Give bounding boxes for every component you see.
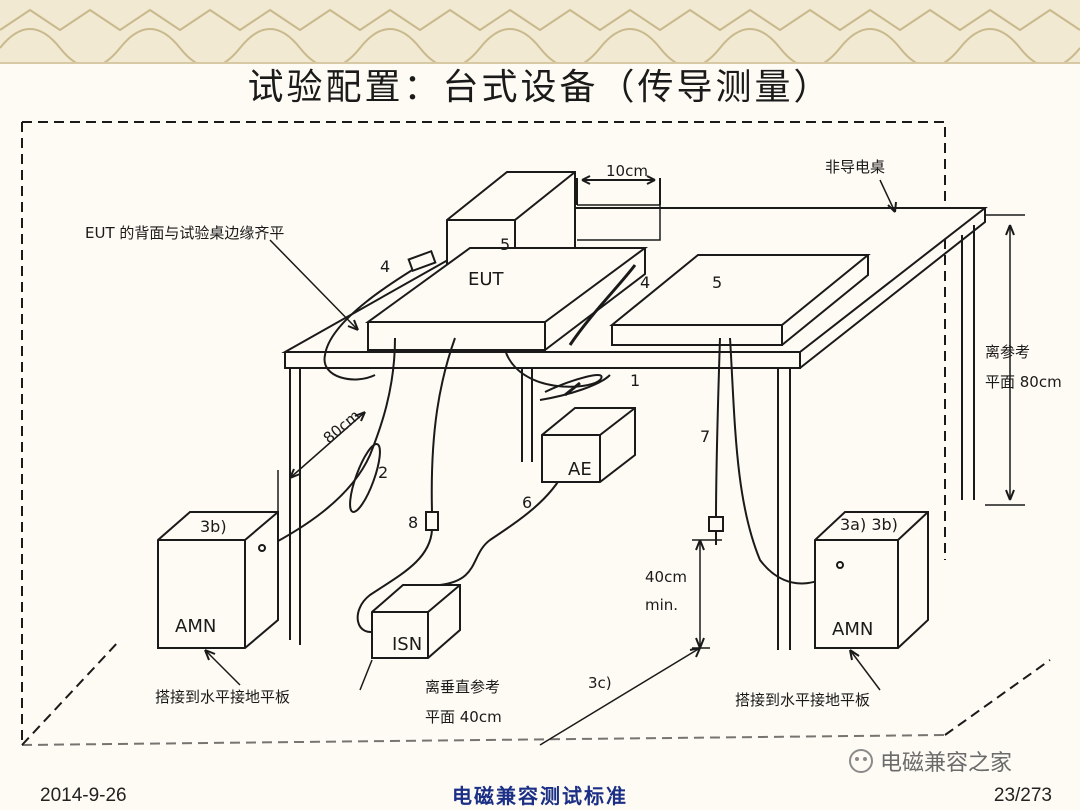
label-vert-ref-40-line1: 离垂直参考 — [425, 678, 500, 696]
cable-4-left — [323, 257, 433, 381]
cable-bundle-1 — [504, 349, 603, 393]
label-amn-right: AMN — [832, 619, 873, 640]
banner-pattern — [0, 8, 1080, 68]
cable-6 — [439, 469, 566, 586]
label-num-5-table: 5 — [712, 273, 722, 292]
arrow-eut-back — [269, 239, 359, 331]
label-vert-ref-80-line2: 平面 80cm — [985, 373, 1062, 391]
table-leg-back-left — [521, 368, 533, 462]
label-num-8: 8 — [408, 513, 418, 532]
label-num-4-left: 4 — [380, 257, 390, 276]
decorative-banner — [0, 0, 1080, 68]
label-80cm: 80cm — [320, 406, 364, 447]
label-bond-right: 搭接到水平接地平板 — [735, 691, 870, 709]
label-non-conductive-table: 非导电桌 — [825, 158, 885, 176]
table-right-edge — [799, 208, 986, 369]
watermark-text: 电磁兼容之家 — [880, 751, 1013, 776]
dim-10cm — [576, 178, 661, 205]
dashed-frame — [22, 121, 946, 560]
label-amn-right-tag: 3a) 3b) — [840, 515, 898, 534]
label-num-7: 7 — [700, 427, 710, 446]
cable-4-right — [568, 264, 637, 346]
label-num-2: 2 — [378, 463, 388, 482]
arrow-vert-ref-40 — [359, 659, 373, 691]
dim-80cm-vertical — [985, 214, 1025, 506]
table-front-edge — [284, 352, 801, 369]
label-eut-back-flush: EUT 的背面与试验桌边缘齐平 — [85, 224, 284, 242]
wechat-icon — [849, 749, 873, 773]
label-vert-ref-80-line1: 离参考 — [985, 343, 1030, 361]
dashed-floor-bottom — [21, 734, 946, 746]
label-vert-ref-40-line2: 平面 40cm — [425, 708, 502, 726]
dashed-floor-left — [21, 639, 121, 746]
slide-title: 试验配置：台式设备（传导测量） — [247, 67, 833, 108]
label-num-5-eut: 5 — [500, 235, 510, 254]
label-amn-left-tag: 3b) — [200, 517, 227, 536]
dim-3c — [539, 647, 701, 746]
cable-8 — [430, 337, 456, 513]
watermark: 电磁兼容之家 — [848, 745, 1012, 777]
label-bond-left: 搭接到水平接地平板 — [155, 688, 290, 706]
dim-40cm — [692, 539, 722, 649]
footer-date: 2014-9-26 — [40, 785, 127, 806]
label-amn-left: AMN — [175, 616, 216, 637]
dashed-floor-right — [944, 659, 1051, 736]
arrow-bond-right — [849, 649, 881, 691]
label-3c: 3c) — [588, 674, 612, 692]
label-40cm-line1: 40cm — [645, 568, 687, 586]
label-40cm-line2: min. — [645, 596, 678, 614]
footer-page-number: 23/273 — [993, 785, 1052, 806]
cable-2 — [264, 337, 396, 549]
amn-left-box — [157, 511, 279, 649]
table-top — [281, 207, 988, 353]
table-leg-back-right — [961, 225, 975, 500]
label-num-6: 6 — [522, 493, 532, 512]
arrow-bond-left — [204, 649, 241, 686]
label-eut: EUT — [468, 269, 505, 290]
dim-80cm — [289, 411, 366, 479]
arrow-table — [879, 179, 896, 213]
table-leg-front-right — [777, 368, 791, 650]
cable-7 — [715, 337, 721, 521]
amn-right-box — [814, 511, 929, 649]
table-leg-front-left — [289, 368, 301, 645]
footer-subject: 电磁兼容测试标准 — [452, 784, 628, 808]
label-num-4-right: 4 — [640, 273, 650, 292]
label-isn: ISN — [392, 634, 422, 655]
label-num-1: 1 — [630, 371, 640, 390]
label-10cm: 10cm — [606, 162, 648, 180]
label-ae: AE — [568, 459, 592, 480]
